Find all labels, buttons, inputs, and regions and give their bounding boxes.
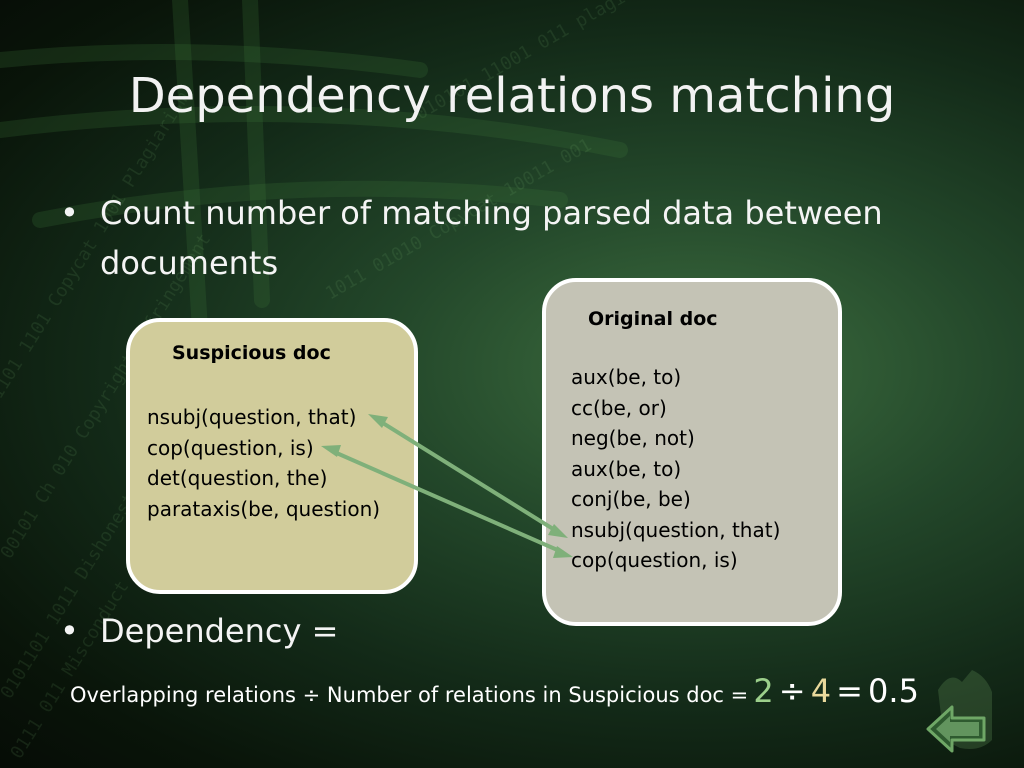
bullet-text: Dependency =	[100, 612, 339, 650]
arrowhead	[548, 524, 568, 538]
original-doc-title: Original doc	[588, 308, 718, 330]
relation-item: nsubj(question, that)	[147, 405, 357, 429]
relation-item: aux(be, to)	[571, 365, 682, 389]
bullet-marker: •	[60, 612, 79, 650]
dependency-formula: Overlapping relations ÷ Number of relati…	[70, 672, 919, 710]
original-relations-list: aux(be, to) cc(be, or) neg(be, not) aux(…	[571, 362, 780, 576]
bullet-dependency: • Dependency =	[60, 606, 560, 656]
suspicious-doc-box: Suspicious doc nsubj(question, that) cop…	[126, 318, 418, 594]
relation-item: neg(be, not)	[571, 426, 695, 450]
arrowhead	[321, 445, 341, 457]
relation-item: nsubj(question, that)	[571, 517, 781, 542]
relation-item: conj(be, be)	[571, 487, 691, 511]
suspicious-doc-title: Suspicious doc	[172, 342, 331, 364]
formula-divide: ÷	[778, 672, 806, 710]
back-arrow-icon	[926, 705, 986, 753]
bullet-text: Count number of matching parsed data bet…	[100, 194, 883, 282]
arrowhead	[368, 414, 388, 428]
match-arrow-cop	[330, 449, 564, 554]
formula-result: 0.5	[868, 672, 919, 710]
relation-item: det(question, the)	[147, 466, 328, 490]
relation-item: parataxis(be, question)	[147, 496, 381, 521]
bullet-marker: •	[60, 194, 79, 232]
relation-item: cc(be, or)	[571, 395, 667, 420]
formula-equals: =	[836, 672, 863, 710]
arrowhead	[553, 546, 573, 558]
relation-item: aux(be, to)	[571, 456, 682, 481]
bullet-count-matching: • Count number of matching parsed data b…	[60, 188, 960, 288]
relation-item: cop(question, is)	[571, 548, 738, 572]
formula-text: Overlapping relations ÷ Number of relati…	[70, 683, 749, 707]
back-button[interactable]	[924, 703, 990, 755]
formula-numerator: 2	[753, 672, 774, 710]
slide-title: Dependency relations matching	[128, 68, 896, 124]
relation-item: cop(question, is)	[147, 435, 314, 460]
formula-denominator: 4	[810, 672, 832, 710]
match-arrow-nsubj	[376, 418, 560, 534]
original-doc-box: Original doc aux(be, to) cc(be, or) neg(…	[542, 278, 842, 626]
suspicious-relations-list: nsubj(question, that) cop(question, is) …	[147, 402, 380, 524]
